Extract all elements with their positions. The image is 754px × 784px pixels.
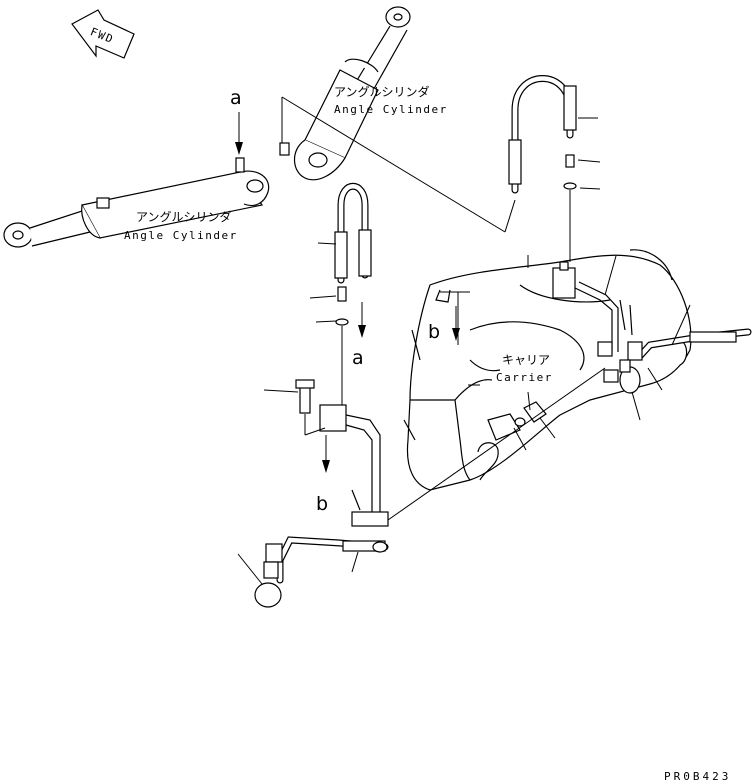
hose-right	[603, 328, 752, 394]
arrow-b-right-icon	[452, 306, 460, 341]
ref-b-left: b	[316, 493, 328, 515]
hose-middle-left	[334, 182, 372, 326]
arrow-b-left-icon	[322, 435, 330, 473]
carrier-label-jp: キャリア	[502, 353, 550, 367]
carrier-label-en: Carrier	[496, 371, 553, 384]
angle-cylinder-top-label-en: Angle Cylinder	[334, 103, 448, 116]
angle-cylinder-left	[3, 157, 270, 248]
arrow-a-middle-icon	[358, 302, 366, 338]
hose-upper-right	[508, 75, 577, 194]
ref-a-middle: a	[352, 347, 364, 369]
drawing-code: PR0B423	[664, 770, 731, 783]
leader-lines	[237, 96, 691, 585]
angle-cylinder-top-label-jp: アングルシリンダ	[334, 84, 430, 99]
arrow-a-top-icon	[235, 112, 243, 155]
hose-lower-left	[254, 536, 389, 608]
ref-a-top: a	[230, 87, 242, 109]
angle-cylinder-left-label-jp: アングルシリンダ	[136, 209, 232, 224]
carrier	[403, 249, 692, 491]
angle-cylinder-top	[279, 6, 411, 181]
ref-b-right: b	[428, 321, 440, 343]
tube-lower-left	[295, 379, 389, 527]
angle-cylinder-left-label-en: Angle Cylinder	[124, 229, 238, 242]
tube-right	[552, 261, 619, 357]
fwd-arrow-icon: FWD	[71, 9, 135, 59]
